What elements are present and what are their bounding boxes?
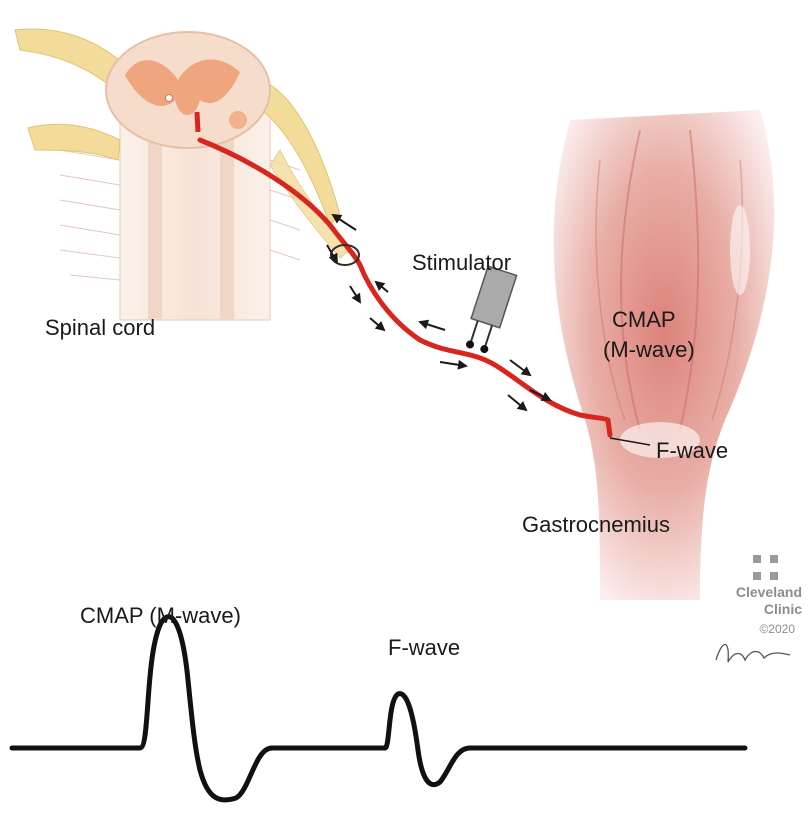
stimulator-label: Stimulator (412, 250, 511, 276)
copyright-text: ©2020 (759, 622, 795, 636)
brand-line-2: Clinic (712, 601, 802, 618)
gastrocnemius-label: Gastrocnemius (522, 512, 670, 538)
cleveland-clinic-logo-icon (753, 555, 778, 580)
brand-name: Cleveland Clinic (712, 584, 802, 618)
waveform-cmap-label: CMAP (M-wave) (80, 603, 241, 629)
brand-line-1: Cleveland (712, 584, 802, 601)
emg-waveform-trace (12, 617, 745, 800)
f-wave-label: F-wave (656, 438, 728, 464)
spinal-cord-label: Spinal cord (45, 315, 155, 341)
spinal-cord-cross-section (106, 32, 270, 148)
artist-signature (716, 645, 790, 663)
cmap-subtitle-label: (M-wave) (603, 337, 695, 363)
stimulator-device-icon (462, 266, 516, 355)
waveform-f-wave-label: F-wave (388, 635, 460, 661)
cmap-label: CMAP (612, 307, 676, 333)
